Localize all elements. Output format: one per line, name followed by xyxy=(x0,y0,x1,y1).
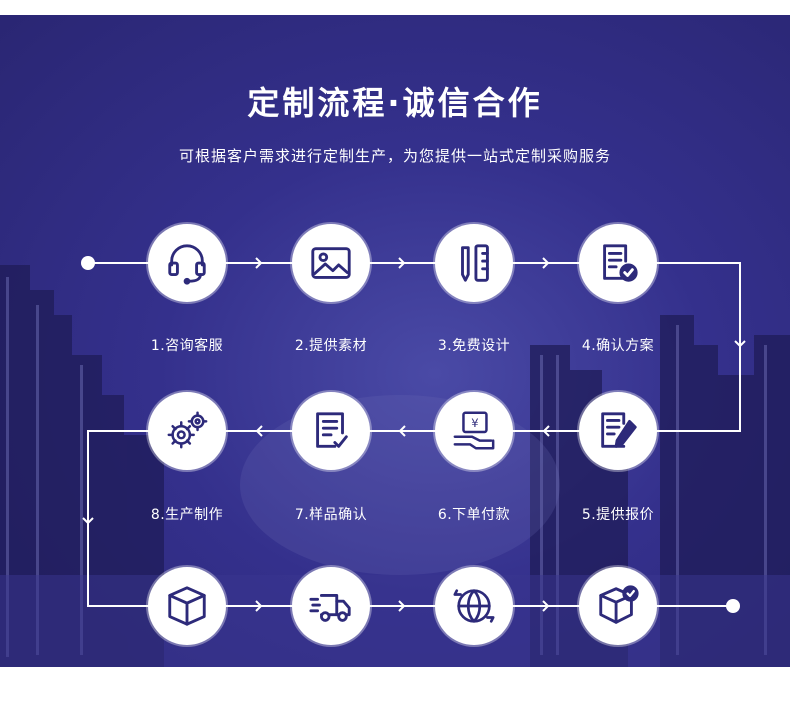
arrow-down-left xyxy=(82,517,94,525)
page-subtitle: 可根据客户需求进行定制生产，为您提供一站式定制采购服务 xyxy=(178,147,611,165)
arrow-right-5 xyxy=(398,600,406,612)
pen-ruler-icon xyxy=(461,244,489,282)
truck-icon xyxy=(309,594,351,622)
image-icon xyxy=(311,247,351,279)
document-pen-icon xyxy=(601,412,637,448)
page-title: 定制流程·诚信合作 xyxy=(247,84,543,122)
flow-end-dot xyxy=(726,599,740,613)
arrow-right-1 xyxy=(255,257,263,269)
arrow-down-right xyxy=(734,340,746,348)
sample-check-icon xyxy=(316,412,348,448)
arrow-right-4 xyxy=(255,600,263,612)
gears-icon xyxy=(167,411,208,449)
document-check-icon xyxy=(603,244,638,282)
box-check-icon xyxy=(599,585,639,624)
flow-start-dot xyxy=(81,256,95,270)
step-7-sample-confirm xyxy=(292,392,370,470)
step-1-consult xyxy=(148,224,226,302)
box-icon xyxy=(168,586,206,626)
process-banner: 定制流程·诚信合作 可根据客户需求进行定制生产，为您提供一站式定制采购服务 xyxy=(0,15,790,667)
globe-icon xyxy=(453,589,495,623)
step-8-label: 8.生产制作 xyxy=(150,507,224,523)
step-3-label: 3.免费设计 xyxy=(437,338,511,354)
step-6-payment: ¥ xyxy=(435,392,513,470)
step-4-label: 4.确认方案 xyxy=(581,338,655,354)
arrow-left-2 xyxy=(398,425,406,437)
payment-icon: ¥ xyxy=(453,411,495,450)
step-12-delivered xyxy=(579,567,657,645)
headset-icon xyxy=(168,244,206,285)
step-6-label: 6.下单付款 xyxy=(437,507,511,523)
svg-text:¥: ¥ xyxy=(471,416,478,430)
arrow-left-1 xyxy=(542,425,550,437)
arrow-right-3 xyxy=(542,257,550,269)
step-4-confirm-plan xyxy=(579,224,657,302)
step-5-quote xyxy=(579,392,657,470)
step-5-label: 5.提供报价 xyxy=(581,507,655,523)
arrow-right-2 xyxy=(398,257,406,269)
step-10-shipping xyxy=(292,567,370,645)
arrow-right-6 xyxy=(542,600,550,612)
step-11-global-delivery xyxy=(435,567,513,645)
step-3-design xyxy=(435,224,513,302)
step-2-materials xyxy=(292,224,370,302)
step-7-label: 7.样品确认 xyxy=(294,507,368,523)
step-2-label: 2.提供素材 xyxy=(294,338,368,354)
step-9-packing xyxy=(148,567,226,645)
step-1-label: 1.咨询客服 xyxy=(150,338,224,354)
step-8-production xyxy=(148,392,226,470)
arrow-left-3 xyxy=(255,425,263,437)
